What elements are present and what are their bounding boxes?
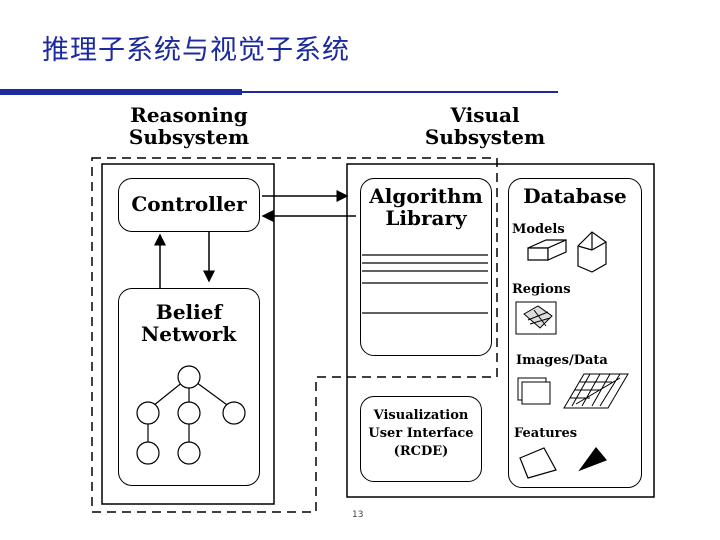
title-rule-thin	[242, 91, 558, 93]
viz-line1: Visualization	[373, 408, 469, 423]
viz-line3: (RCDE)	[393, 444, 449, 459]
regions-icon	[515, 301, 557, 335]
reasoning-frame	[101, 163, 275, 505]
belief-line1: Belief	[155, 300, 223, 324]
belief-network-box: Belief Network	[118, 288, 260, 486]
regions-label: Regions	[512, 282, 571, 297]
page-number: 13	[352, 510, 364, 520]
belief-network-label: Belief Network	[119, 289, 259, 345]
controller-box: Controller	[118, 178, 260, 232]
features-label: Features	[514, 426, 578, 441]
database-box: Database	[508, 178, 642, 488]
visual-frame	[346, 163, 655, 498]
belief-line2: Network	[141, 322, 237, 346]
visual-heading-line2: Subsystem	[424, 125, 546, 149]
algorithm-library-label: Algorithm Library	[361, 179, 491, 229]
database-label: Database	[523, 184, 627, 208]
page-title: 推理子系统与视觉子系统	[42, 35, 350, 66]
reasoning-heading-line1: Reasoning	[130, 103, 248, 127]
algorithm-library-box: Algorithm Library	[360, 178, 492, 356]
controller-label: Controller	[131, 192, 247, 216]
models-label: Models	[512, 222, 565, 237]
algorithm-line1: Algorithm	[369, 184, 483, 208]
reasoning-dashed-outline	[91, 157, 498, 513]
visual-heading: Visual Subsystem	[420, 104, 550, 148]
images-data-icons	[517, 373, 629, 409]
algorithm-list-lines	[362, 254, 488, 314]
algorithm-line2: Library	[385, 206, 467, 230]
visual-heading-line1: Visual	[450, 103, 520, 127]
models-icons	[527, 231, 607, 273]
visualization-ui-label: Visualization User Interface (RCDE)	[361, 397, 481, 461]
images-data-label: Images/Data	[516, 353, 608, 368]
reasoning-heading-line2: Subsystem	[128, 125, 250, 149]
viz-line2: User Interface	[368, 426, 474, 441]
visualization-ui-box: Visualization User Interface (RCDE)	[360, 396, 482, 482]
features-icons	[519, 447, 607, 479]
reasoning-heading: Reasoning Subsystem	[124, 104, 254, 148]
title-rule-thick	[0, 89, 242, 95]
belief-tree	[136, 365, 246, 465]
